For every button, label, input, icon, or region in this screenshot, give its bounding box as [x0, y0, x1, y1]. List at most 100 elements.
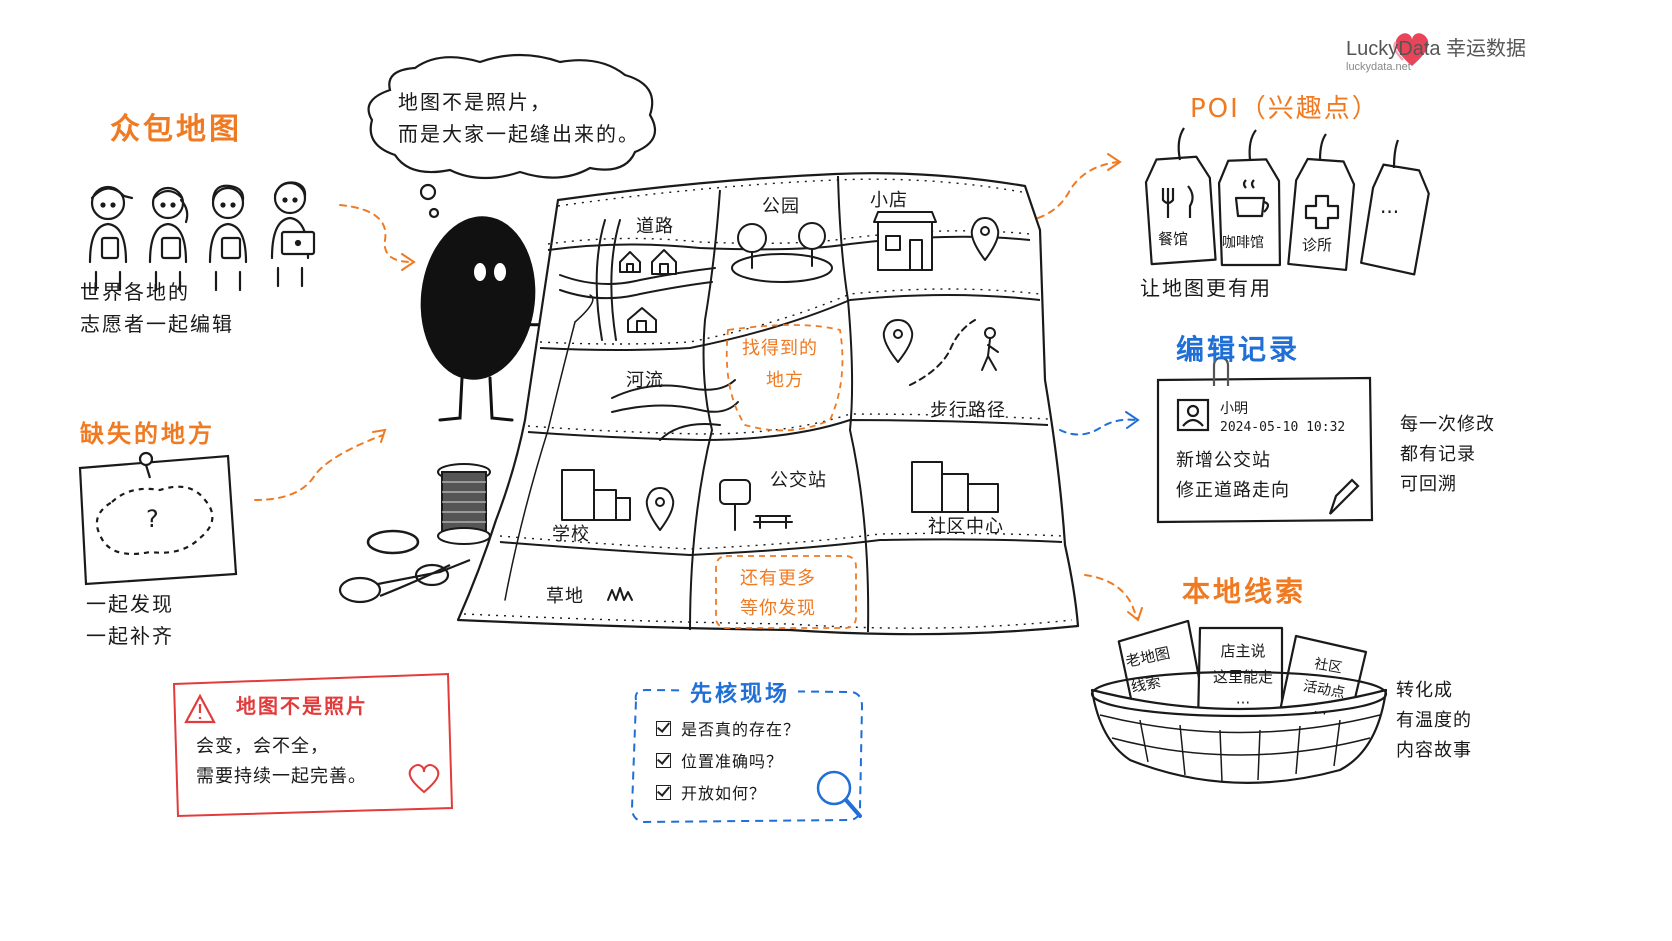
poi-tags — [1144, 127, 1430, 276]
map-label-road: 道路 — [636, 216, 674, 237]
volunteer-people-icon — [88, 181, 316, 292]
missing-line-1: 一起发现 — [86, 592, 174, 616]
edit-log-note-3: 可回溯 — [1400, 474, 1457, 495]
checkbox-checked-icon — [656, 720, 671, 736]
house-icon — [627, 307, 657, 333]
hiker-icon — [981, 327, 999, 371]
checkbox-checked-icon — [656, 784, 671, 800]
map-label-found-1: 找得到的 — [742, 338, 818, 359]
checklist-item: 开放如何？ — [656, 776, 800, 808]
walking-path — [909, 319, 976, 386]
checklist-item: 位置准确吗？ — [656, 744, 800, 776]
local-title: 本地线索 — [1182, 575, 1307, 608]
local-note: 转化成 有温度的 内容故事 — [1396, 676, 1472, 766]
brand-block: LuckyData 幸运数据 luckydata.net — [1346, 32, 1526, 73]
tree-icon — [737, 223, 767, 269]
map-label-bus: 公交站 — [770, 470, 827, 491]
poi-tag-restaurant: 餐馆 — [1158, 230, 1189, 248]
edit-log-line-2: 修正道路走向 — [1176, 480, 1290, 501]
warning-line-1: 会变，会不全， — [196, 736, 329, 757]
bubble-text: 地图不是照片， 而是大家一起缝出来的。 — [398, 86, 640, 150]
heart-logo-icon — [1393, 33, 1429, 66]
local-note-1: 转化成 — [1396, 680, 1453, 701]
checklist-box — [630, 688, 864, 824]
local-card-2: 店主说 这里能走 ··· — [1212, 642, 1273, 712]
map-pin-icon — [970, 217, 1000, 261]
missing-line-2: 一起补齐 — [86, 624, 174, 648]
brand-url: luckydata.net — [1346, 61, 1411, 73]
checkbox-checked-icon — [656, 752, 671, 768]
thread-spool-icon — [437, 463, 491, 545]
crowd-caption: 世界各地的 志愿者一起编辑 — [80, 276, 234, 340]
crowd-title: 众包地图 — [110, 112, 242, 147]
checklist-title: 先核现场 — [682, 676, 799, 708]
map-pin-icon — [645, 487, 675, 531]
missing-title: 缺失的地方 — [80, 420, 215, 448]
magnifier-icon — [816, 770, 862, 818]
paperclip-icon — [1212, 356, 1230, 386]
edit-log-note-2: 都有记录 — [1400, 444, 1476, 465]
bubble-line-1: 地图不是照片， — [398, 90, 552, 114]
warning-title: 地图不是照片 — [236, 694, 368, 718]
house-icon — [619, 251, 641, 273]
map-label-walk: 步行路径 — [930, 400, 1006, 421]
heart-icon — [408, 764, 440, 794]
warning-body: 会变，会不全， 需要持续一起完善。 — [196, 732, 367, 792]
crowd-line-2: 志愿者一起编辑 — [80, 312, 234, 336]
map-label-more-1: 还有更多 — [740, 568, 816, 589]
crowd-line-1: 世界各地的 — [80, 280, 190, 304]
warning-box — [172, 672, 454, 818]
coffee-cup-icon — [1234, 179, 1270, 218]
map-label-found-2: 地方 — [766, 370, 804, 391]
quilt-seams — [499, 175, 1063, 633]
edit-log-note-1: 每一次修改 — [1400, 414, 1495, 435]
shop-icon — [873, 211, 937, 271]
poi-tag-cafe: 咖啡馆 — [1222, 235, 1264, 251]
checklist-item: 是否真的存在？ — [656, 712, 800, 744]
edit-log-title: 编辑记录 — [1176, 333, 1301, 366]
ring-icon — [366, 529, 420, 555]
school-icon — [561, 469, 631, 521]
quilt-stitch-marks — [463, 178, 1073, 629]
thread-line — [504, 321, 576, 601]
map-label-grass: 草地 — [546, 586, 584, 607]
flow-arrows — [254, 161, 1138, 619]
thought-bubble — [367, 53, 657, 219]
missing-caption: 一起发现 一起补齐 — [86, 588, 174, 652]
poi-tag-clinic: 诊所 — [1302, 236, 1333, 254]
bubble-line-2: 而是大家一起缝出来的。 — [398, 122, 640, 146]
park-lawn — [731, 253, 833, 283]
poi-tag-more: ··· — [1380, 200, 1400, 224]
map-label-school: 学校 — [552, 524, 590, 545]
local-card-3: 社区 活动点 ··· — [1301, 656, 1347, 723]
map-label-river: 河流 — [626, 370, 664, 391]
bus-stop-icon — [719, 479, 793, 531]
map-label-park: 公园 — [762, 196, 800, 217]
river-shape — [611, 379, 739, 441]
tree-icon — [798, 222, 826, 267]
checklist-items: 是否真的存在？ 位置准确吗？ 开放如何？ — [656, 712, 800, 808]
found-area-outline — [725, 324, 844, 432]
poi-title: POI（兴趣点） — [1190, 94, 1380, 124]
local-note-3: 内容故事 — [1396, 740, 1472, 761]
bean-character — [420, 216, 579, 422]
map-label-shop: 小店 — [870, 190, 908, 211]
grass-icon — [607, 587, 633, 601]
edit-log-note: 每一次修改 都有记录 可回溯 — [1400, 410, 1495, 500]
pencil-icon — [1328, 478, 1360, 515]
missing-place-note — [78, 451, 238, 586]
house-icon — [651, 249, 677, 275]
scissors-icon — [338, 558, 471, 604]
medical-cross-icon — [1304, 194, 1340, 230]
basket-with-cards — [1090, 619, 1388, 784]
edit-log-time: 2024-05-10 10:32 — [1220, 420, 1346, 435]
road-lines — [559, 267, 716, 285]
more-area-outline — [715, 555, 857, 629]
local-note-2: 有温度的 — [1396, 710, 1472, 731]
edit-log-card — [1156, 356, 1374, 524]
warning-line-2: 需要持续一起完善。 — [196, 766, 367, 787]
missing-question-mark: ? — [146, 505, 159, 533]
edit-log-line-1: 新增公交站 — [1176, 450, 1271, 471]
map-label-more-2: 等你发现 — [740, 598, 816, 619]
